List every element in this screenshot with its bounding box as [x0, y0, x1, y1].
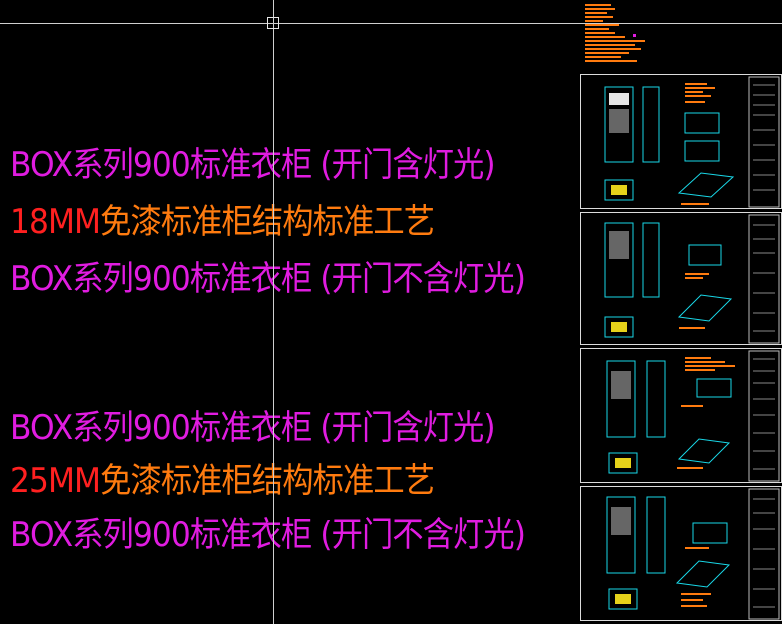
drawing-sheet-2[interactable] [580, 212, 782, 345]
label-group2-line2: 25MM免漆标准柜结构标准工艺 [10, 461, 435, 501]
crosshair-horizontal [0, 23, 782, 24]
label-thickness: 25MM [10, 461, 101, 501]
label-text: BOX系列900标准衣柜 (开门不含灯光) [10, 259, 526, 299]
cursor-pickbox-icon [267, 17, 279, 29]
label-group1-line3: BOX系列900标准衣柜 (开门不含灯光) [10, 259, 526, 299]
notes-block [585, 4, 645, 62]
drawing-sheet-1[interactable] [580, 74, 782, 209]
sheet-content [606, 488, 780, 620]
sheet-content [604, 214, 780, 344]
drawing-sheet-4[interactable] [580, 486, 782, 621]
label-text: BOX系列900标准衣柜 (开门含灯光) [10, 408, 496, 448]
label-text: BOX系列900标准衣柜 (开门不含灯光) [10, 515, 526, 555]
sheet-content [606, 350, 780, 482]
crosshair-vertical [273, 0, 274, 624]
label-group1-line1: BOX系列900标准衣柜 (开门含灯光) [10, 145, 496, 185]
label-text: 免漆标准柜结构标准工艺 [100, 202, 435, 242]
sheet-content [604, 76, 780, 208]
label-group2-line1: BOX系列900标准衣柜 (开门含灯光) [10, 408, 496, 448]
label-text: 免漆标准柜结构标准工艺 [100, 461, 435, 501]
label-thickness: 18MM [10, 202, 101, 242]
drawing-sheet-3[interactable] [580, 348, 782, 483]
label-group2-line3: BOX系列900标准衣柜 (开门不含灯光) [10, 515, 526, 555]
label-text: BOX系列900标准衣柜 (开门含灯光) [10, 145, 496, 185]
label-group1-line2: 18MM免漆标准柜结构标准工艺 [10, 202, 435, 242]
